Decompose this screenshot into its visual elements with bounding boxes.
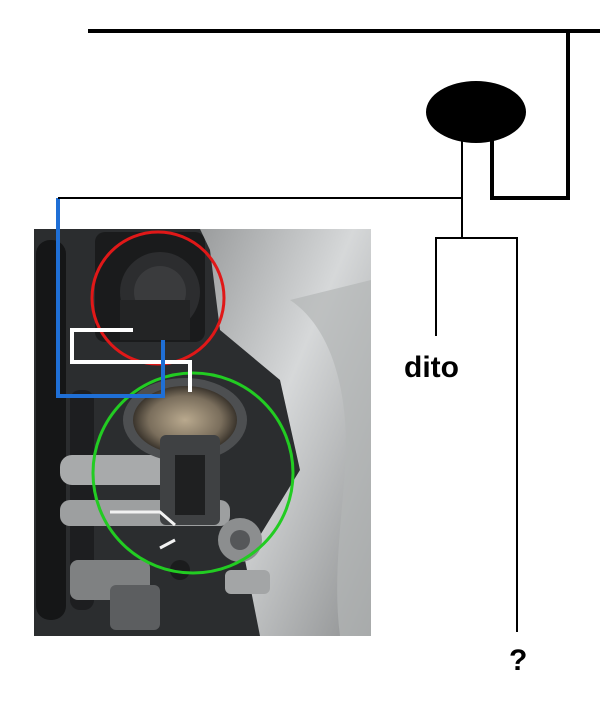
unknown-label: ? [509,644,527,677]
dito-branch-line [435,237,462,336]
blue-wire-path [56,198,165,398]
white-wire-path [70,328,192,392]
green-highlight-circle [91,371,295,575]
dito-label: dito [404,351,459,384]
right-loop-line [490,31,570,200]
connector-node [426,81,526,143]
engine-throttle-body-photo [34,229,371,636]
unknown-branch-line [462,237,518,632]
